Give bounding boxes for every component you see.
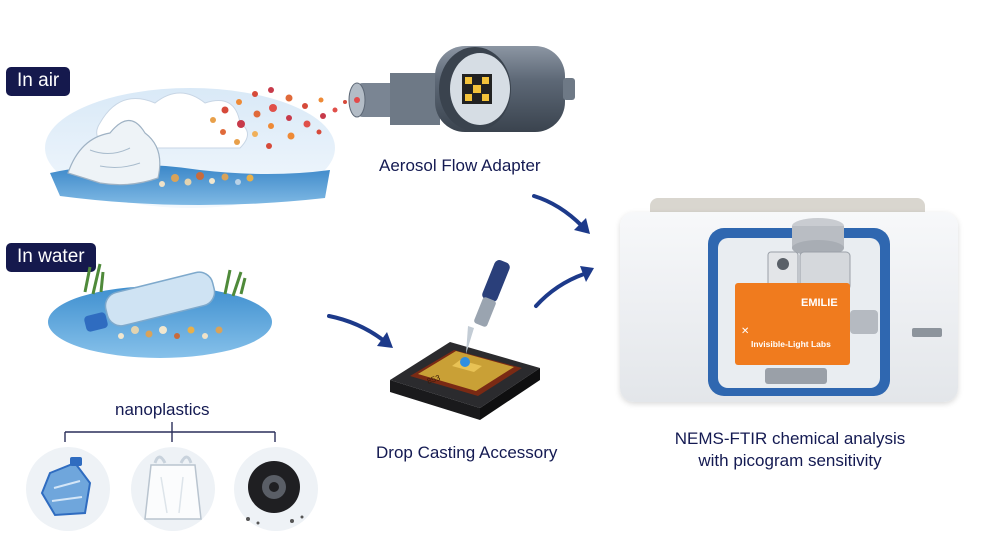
aerosol-flow-adapter-device (348, 46, 575, 132)
instrument-badge (912, 328, 942, 337)
aerosol-particles (210, 87, 347, 149)
module-name: EMILIE (801, 297, 838, 309)
module-brand: Invisible-Light Labs (751, 339, 831, 349)
analysis-caption-line1: NEMS-FTIR chemical analysis (674, 429, 906, 448)
arrow-water-to-chip (327, 314, 393, 348)
top-mechanism (767, 218, 851, 291)
side-fitting (850, 310, 878, 334)
aerosol-adapter-caption: Aerosol Flow Adapter (379, 156, 541, 175)
air-pollution-illustration (45, 88, 335, 208)
arrow-air-to-instrument (532, 194, 590, 234)
chip-tag: 853 (426, 373, 442, 386)
drop-casting-caption: Drop Casting Accessory (376, 443, 558, 462)
arrow-chip-to-instrument (534, 266, 594, 308)
in-air-label: In air (6, 67, 71, 96)
x-mark-icon: ✕ (741, 326, 750, 337)
instrument-lid (650, 198, 925, 216)
bottle-icon (26, 447, 110, 531)
plastic-bag-icon (131, 447, 215, 531)
water-pollution-illustration (48, 263, 272, 358)
tire-icon (234, 447, 318, 531)
in-water-label: In water (6, 243, 96, 272)
emilie-module: EMILIE ✕ Invisible-Light Labs (735, 283, 850, 365)
nanoplastics-tree-lines (64, 422, 276, 442)
analysis-caption-line2: with picogram sensitivity (698, 451, 882, 470)
bottom-fitting (765, 368, 827, 384)
analysis-caption: NEMS-FTIR chemical analysis with picogra… (640, 428, 940, 472)
nanoplastics-caption: nanoplastics (115, 400, 210, 419)
drop-casting-device: 853 (390, 260, 540, 420)
